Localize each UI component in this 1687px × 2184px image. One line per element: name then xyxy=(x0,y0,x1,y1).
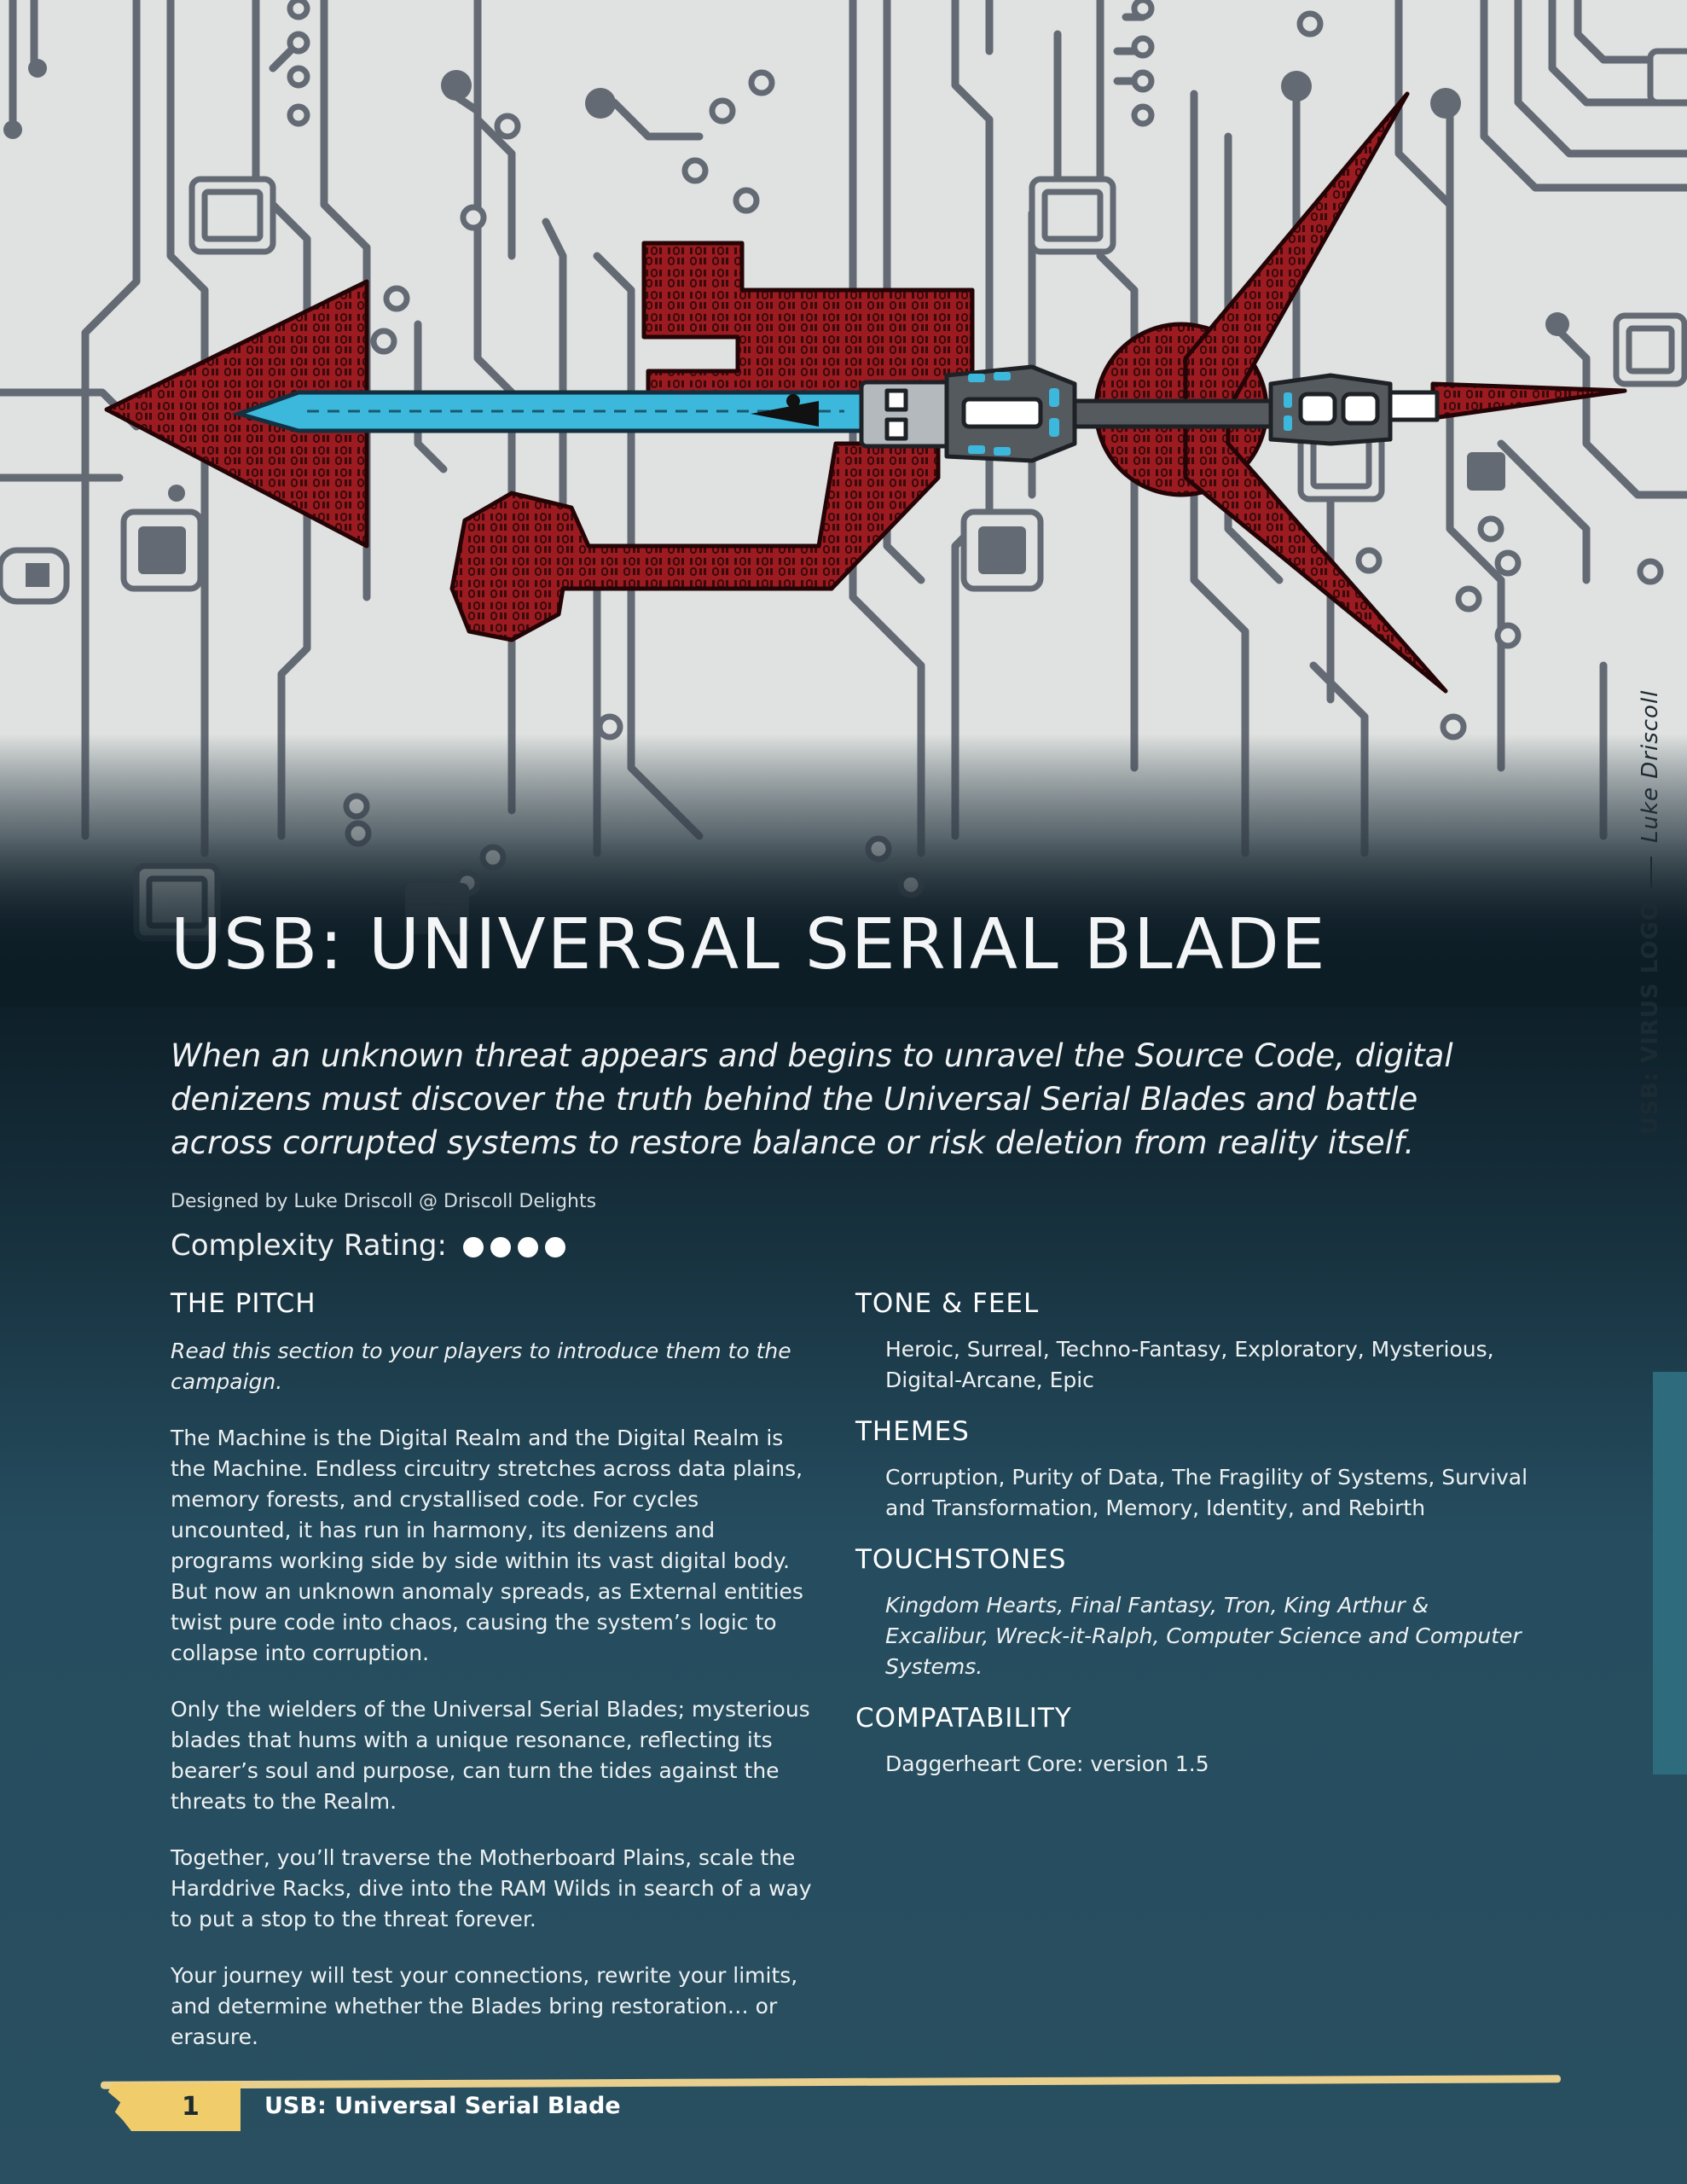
usb-hilt-glow xyxy=(968,372,1292,456)
touchstones-text: Kingdom Hearts, Final Fantasy, Tron, Kin… xyxy=(885,1593,1522,1679)
themes-text: Corruption, Purity of Data, The Fragilit… xyxy=(885,1465,1528,1520)
footer-title: USB: Universal Serial Blade xyxy=(264,2093,621,2119)
usb-virus-logo-illustration xyxy=(0,0,1687,942)
tone-text: Heroic, Surreal, Techno-Fantasy, Explora… xyxy=(885,1337,1494,1392)
footer-rule xyxy=(100,2075,1562,2089)
pitch-paragraph: Only the wielders of the Universal Seria… xyxy=(171,1697,810,1814)
pitch-paragraph: Your journey will test your connections,… xyxy=(171,1963,798,2049)
compatibility-text: Daggerheart Core: version 1.5 xyxy=(885,1751,1209,1776)
pitch-paragraph: Together, you’ll traverse the Motherboar… xyxy=(171,1845,812,1931)
page-number: 1 xyxy=(182,2092,200,2122)
complexity-rating: Complexity Rating: xyxy=(171,1228,572,1263)
pitch-paragraph: The Machine is the Digital Realm and the… xyxy=(171,1426,803,1665)
tone-heading: TONE & FEEL xyxy=(855,1288,1040,1319)
intro-text: When an unknown threat appears and begin… xyxy=(171,1037,1453,1161)
blade-cyan-edge xyxy=(231,390,864,433)
complexity-dot-icon xyxy=(462,1236,484,1258)
compatibility-heading: COMPATABILITY xyxy=(855,1703,1072,1734)
blade-virus-body xyxy=(104,91,1627,694)
pitch-heading: THE PITCH xyxy=(171,1288,316,1319)
page-number-badge xyxy=(107,2083,241,2131)
page-title: USB: UNIVERSAL SERIAL BLADE xyxy=(171,904,1327,985)
illustration-credit: USB: VIRUS LOGO Luke Driscoll xyxy=(1638,690,1663,1135)
square-chips xyxy=(0,452,1505,934)
pitch-section: THE PITCH Read this section to your play… xyxy=(171,1288,819,2053)
complexity-dot-icon xyxy=(490,1236,511,1258)
campaign-details: TONE & FEEL Heroic, Surreal, Techno-Fant… xyxy=(855,1288,1538,1780)
credit-title: USB: VIRUS LOGO xyxy=(1638,901,1663,1135)
art-fade-overlay xyxy=(0,734,1687,1007)
complexity-label: Complexity Rating: xyxy=(171,1228,447,1263)
pitch-hint: Read this section to your players to int… xyxy=(171,1339,791,1394)
section-side-tab xyxy=(1653,1372,1687,1774)
credit-artist: Luke Driscoll xyxy=(1638,689,1663,843)
designer-credit: Designed by Luke Driscoll @ Driscoll Del… xyxy=(171,1191,597,1212)
complexity-dot-icon xyxy=(517,1236,538,1258)
complexity-dots xyxy=(462,1228,572,1263)
complexity-dot-icon xyxy=(544,1236,565,1258)
touchstones-heading: TOUCHSTONES xyxy=(855,1544,1067,1575)
themes-heading: THEMES xyxy=(855,1416,970,1447)
circuit-pads-solid xyxy=(3,59,1569,502)
credit-separator xyxy=(1649,857,1652,887)
usb-hilt xyxy=(859,364,1440,463)
